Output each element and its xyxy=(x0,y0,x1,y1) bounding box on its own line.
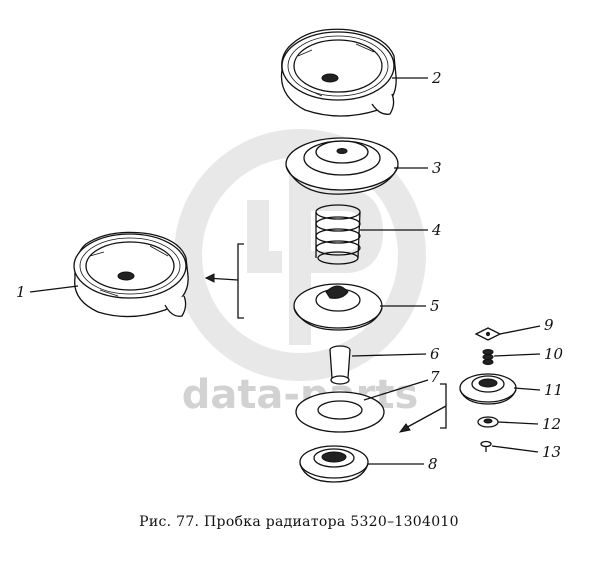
part-7-gasket xyxy=(295,391,385,433)
callout-6: 6 xyxy=(430,345,440,363)
part-12-washer xyxy=(477,416,499,428)
part-2-cap xyxy=(280,28,397,117)
part-13-screw xyxy=(480,440,492,452)
part-6-stem xyxy=(329,345,351,385)
part-9-plate xyxy=(474,327,502,341)
callout-12: 12 xyxy=(542,415,561,433)
callout-1: 1 xyxy=(16,283,26,301)
part-1-cap-assembly xyxy=(73,231,189,318)
callout-11: 11 xyxy=(544,381,563,399)
group-bracket-valve xyxy=(398,383,447,433)
leader-lines xyxy=(29,77,541,465)
part-5-spring-seat xyxy=(293,283,383,331)
callout-7: 7 xyxy=(430,368,440,386)
callout-3: 3 xyxy=(432,159,442,177)
callout-8: 8 xyxy=(428,455,438,473)
callout-4: 4 xyxy=(431,221,442,239)
part-8-valve-body xyxy=(299,445,369,483)
callout-9: 9 xyxy=(544,316,554,334)
part-4-spring xyxy=(315,204,361,265)
part-3-valve-plate xyxy=(285,137,399,195)
part-10-small-spring xyxy=(482,349,494,365)
part-11-valve-housing xyxy=(459,373,517,405)
callout-13: 13 xyxy=(542,443,561,461)
callout-5: 5 xyxy=(430,297,440,315)
group-bracket-main xyxy=(204,243,244,319)
callout-2: 2 xyxy=(431,69,442,87)
callout-10: 10 xyxy=(544,345,564,363)
figure-caption: Рис. 77. Пробка радиатора 5320–1304010 xyxy=(139,514,459,530)
